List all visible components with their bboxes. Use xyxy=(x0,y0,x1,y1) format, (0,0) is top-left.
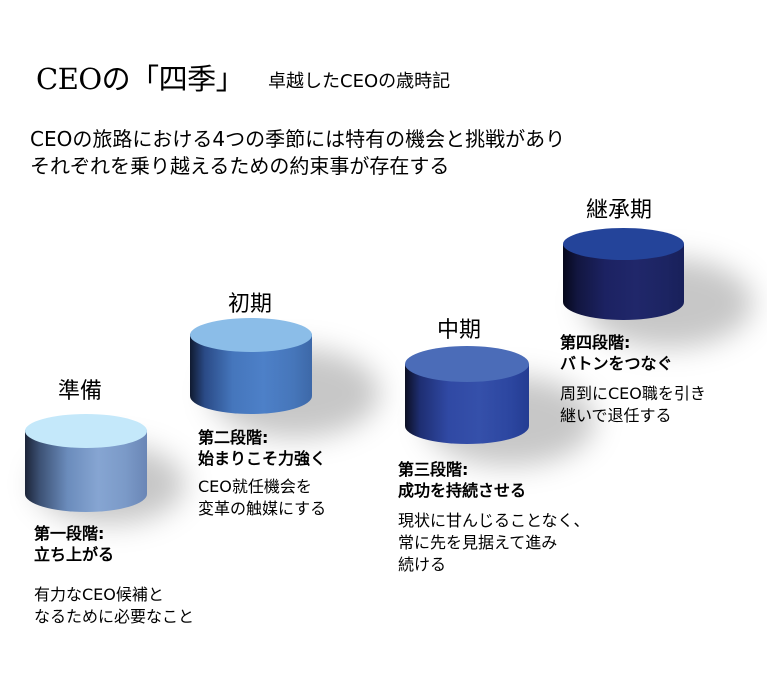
stage-description: CEO就任機会を 変革の触媒にする xyxy=(198,477,327,518)
page-subtitle: 卓越したCEOの歳時記 xyxy=(268,71,451,92)
season-label: 中期 xyxy=(437,318,482,343)
cylinder-stage-3 xyxy=(405,346,595,466)
stage-description: 現状に甘んじることなく、 常に先を見据えて進み 続ける xyxy=(398,511,590,574)
page-title: CEOの「四季」 xyxy=(36,62,245,96)
cylinder-stage-4 xyxy=(563,228,753,348)
season-label: 準備 xyxy=(58,379,103,404)
cylinder-stage-2 xyxy=(190,318,380,438)
stage-description: 周到にCEO職を引き 継いで退任する xyxy=(560,384,706,425)
stage-title: 第四段階: バトンをつなぐ xyxy=(560,333,673,373)
intro-text: CEOの旅路における4つの季節には特有の機会と挑戦があり それぞれを乗り越えるた… xyxy=(30,126,565,180)
intro-line-2: それぞれを乗り越えるための約束事が存在する xyxy=(30,154,450,178)
stage-title: 第一段階: 立ち上がる xyxy=(34,524,115,564)
intro-line-1: CEOの旅路における4つの季節には特有の機会と挑戦があり xyxy=(30,127,566,151)
cylinder-stage-1 xyxy=(25,414,185,524)
season-label: 継承期 xyxy=(586,198,653,223)
stage-title: 第三段階: 成功を持続させる xyxy=(398,460,527,500)
stage-title: 第二段階: 始まりこそ力強く xyxy=(198,428,327,468)
season-label: 初期 xyxy=(228,292,273,317)
stage-description: 有力なCEO候補と なるために必要なこと xyxy=(34,585,195,626)
